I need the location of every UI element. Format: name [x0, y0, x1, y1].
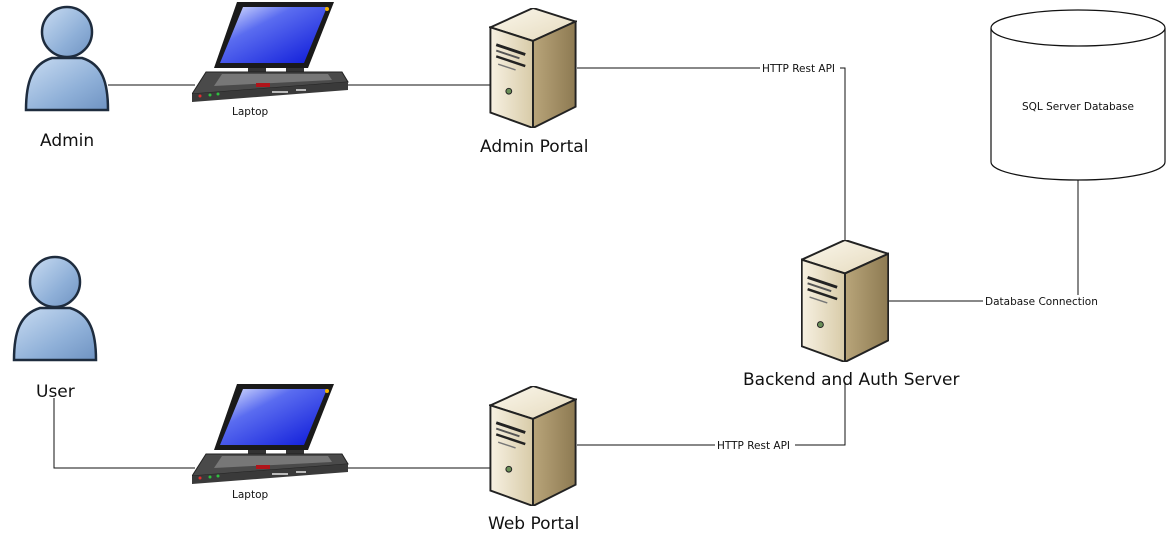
- admin-portal-label: Admin Portal: [480, 137, 588, 157]
- admin-portal-server-icon: [489, 8, 577, 128]
- web-portal-backend-line: [577, 382, 846, 446]
- admin-label: Admin: [40, 131, 94, 151]
- admin-laptop-label: Laptop: [232, 106, 268, 118]
- http-rest-api-label-bottom: HTTP Rest API: [717, 440, 790, 452]
- web-portal-label: Web Portal: [488, 514, 579, 534]
- admin-laptop-icon: [192, 2, 349, 103]
- web-portal-server-icon: [489, 386, 577, 506]
- backend-label: Backend and Auth Server: [743, 370, 959, 390]
- admin-portal-backend-line: [577, 67, 846, 245]
- user-person-icon: [12, 255, 98, 362]
- database-connection-label: Database Connection: [985, 296, 1098, 308]
- sql-database-cylinder-icon: [990, 9, 1166, 181]
- backend-database-line: [888, 178, 1079, 302]
- database-label: SQL Server Database: [1022, 101, 1134, 113]
- user-laptop-icon: [192, 384, 349, 485]
- backend-server-icon: [801, 240, 889, 362]
- user-label: User: [36, 382, 75, 402]
- user-laptop-line: [53, 398, 195, 469]
- admin-person-icon: [24, 5, 110, 112]
- http-rest-api-label-top: HTTP Rest API: [762, 63, 835, 75]
- user-laptop-label: Laptop: [232, 489, 268, 501]
